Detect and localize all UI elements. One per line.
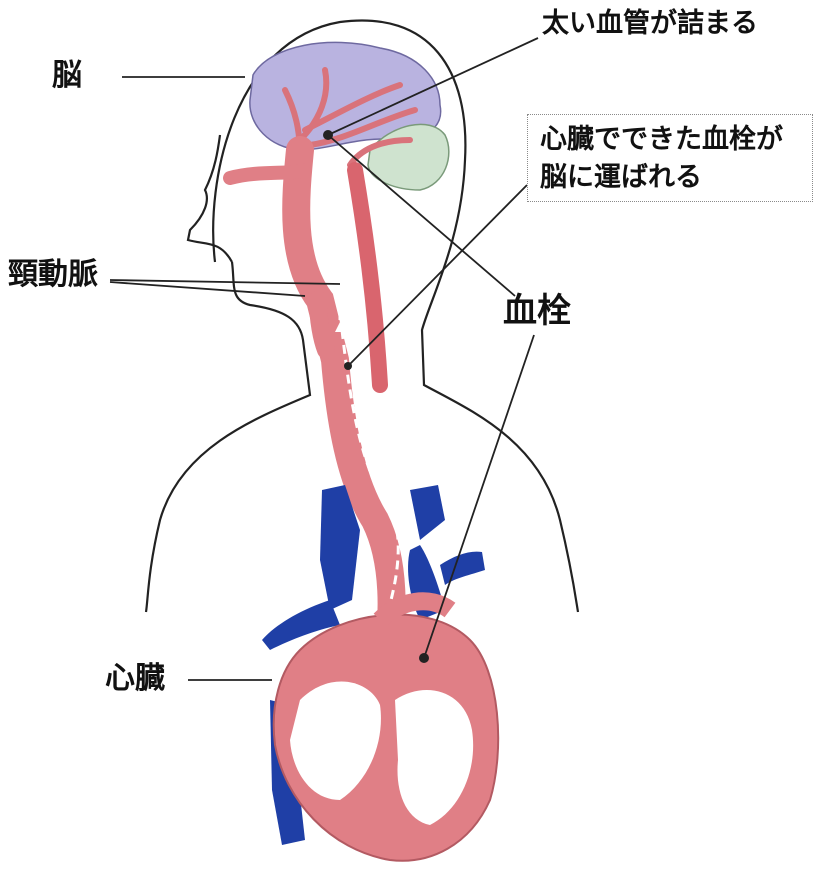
vertebral-artery [355, 170, 380, 385]
external-carotid-branch [318, 300, 326, 350]
heart [274, 601, 498, 860]
callout-line-2: 脳に運ばれる [540, 159, 812, 197]
blockage-dot [323, 130, 333, 140]
embolus-dot [344, 362, 352, 370]
callout-line-1: 心臓でできた血栓が [540, 121, 812, 159]
embolus-label: 血栓 [503, 291, 571, 332]
vessel-blocked-label: 太い血管が詰まる [542, 8, 758, 40]
brain-label: 脳 [52, 58, 82, 94]
heart-embolus-dot [419, 653, 429, 663]
facial-branch [230, 170, 305, 178]
carotid-artery-label: 頸動脈 [8, 257, 98, 293]
heart-label: 心臓 [105, 661, 165, 697]
callout-box: 心臓でできた血栓が 脳に運ばれる [527, 114, 813, 202]
